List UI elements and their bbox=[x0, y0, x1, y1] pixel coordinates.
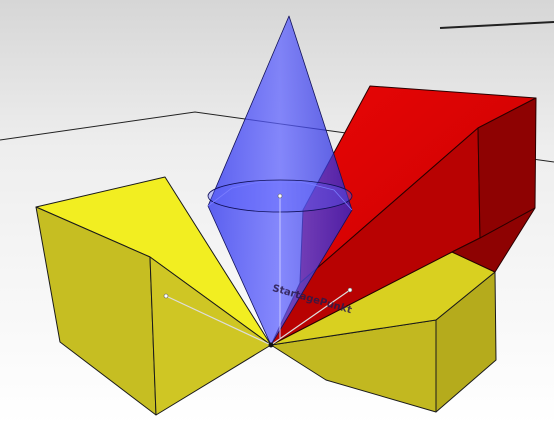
guide-lines bbox=[165, 289, 351, 346]
red-block[interactable] bbox=[270, 85, 537, 346]
origin-point[interactable] bbox=[268, 342, 274, 348]
marker-right bbox=[347, 287, 353, 293]
yellow-left-side-face bbox=[149, 256, 272, 416]
marker-cone-center bbox=[277, 193, 283, 199]
marker-left bbox=[163, 293, 169, 299]
point-markers bbox=[163, 193, 353, 299]
blue-cone-ring bbox=[207, 181, 353, 211]
yellow-block-right[interactable] bbox=[270, 251, 497, 413]
yellow-block-left[interactable] bbox=[35, 176, 272, 416]
red-edge-mid bbox=[479, 207, 536, 239]
